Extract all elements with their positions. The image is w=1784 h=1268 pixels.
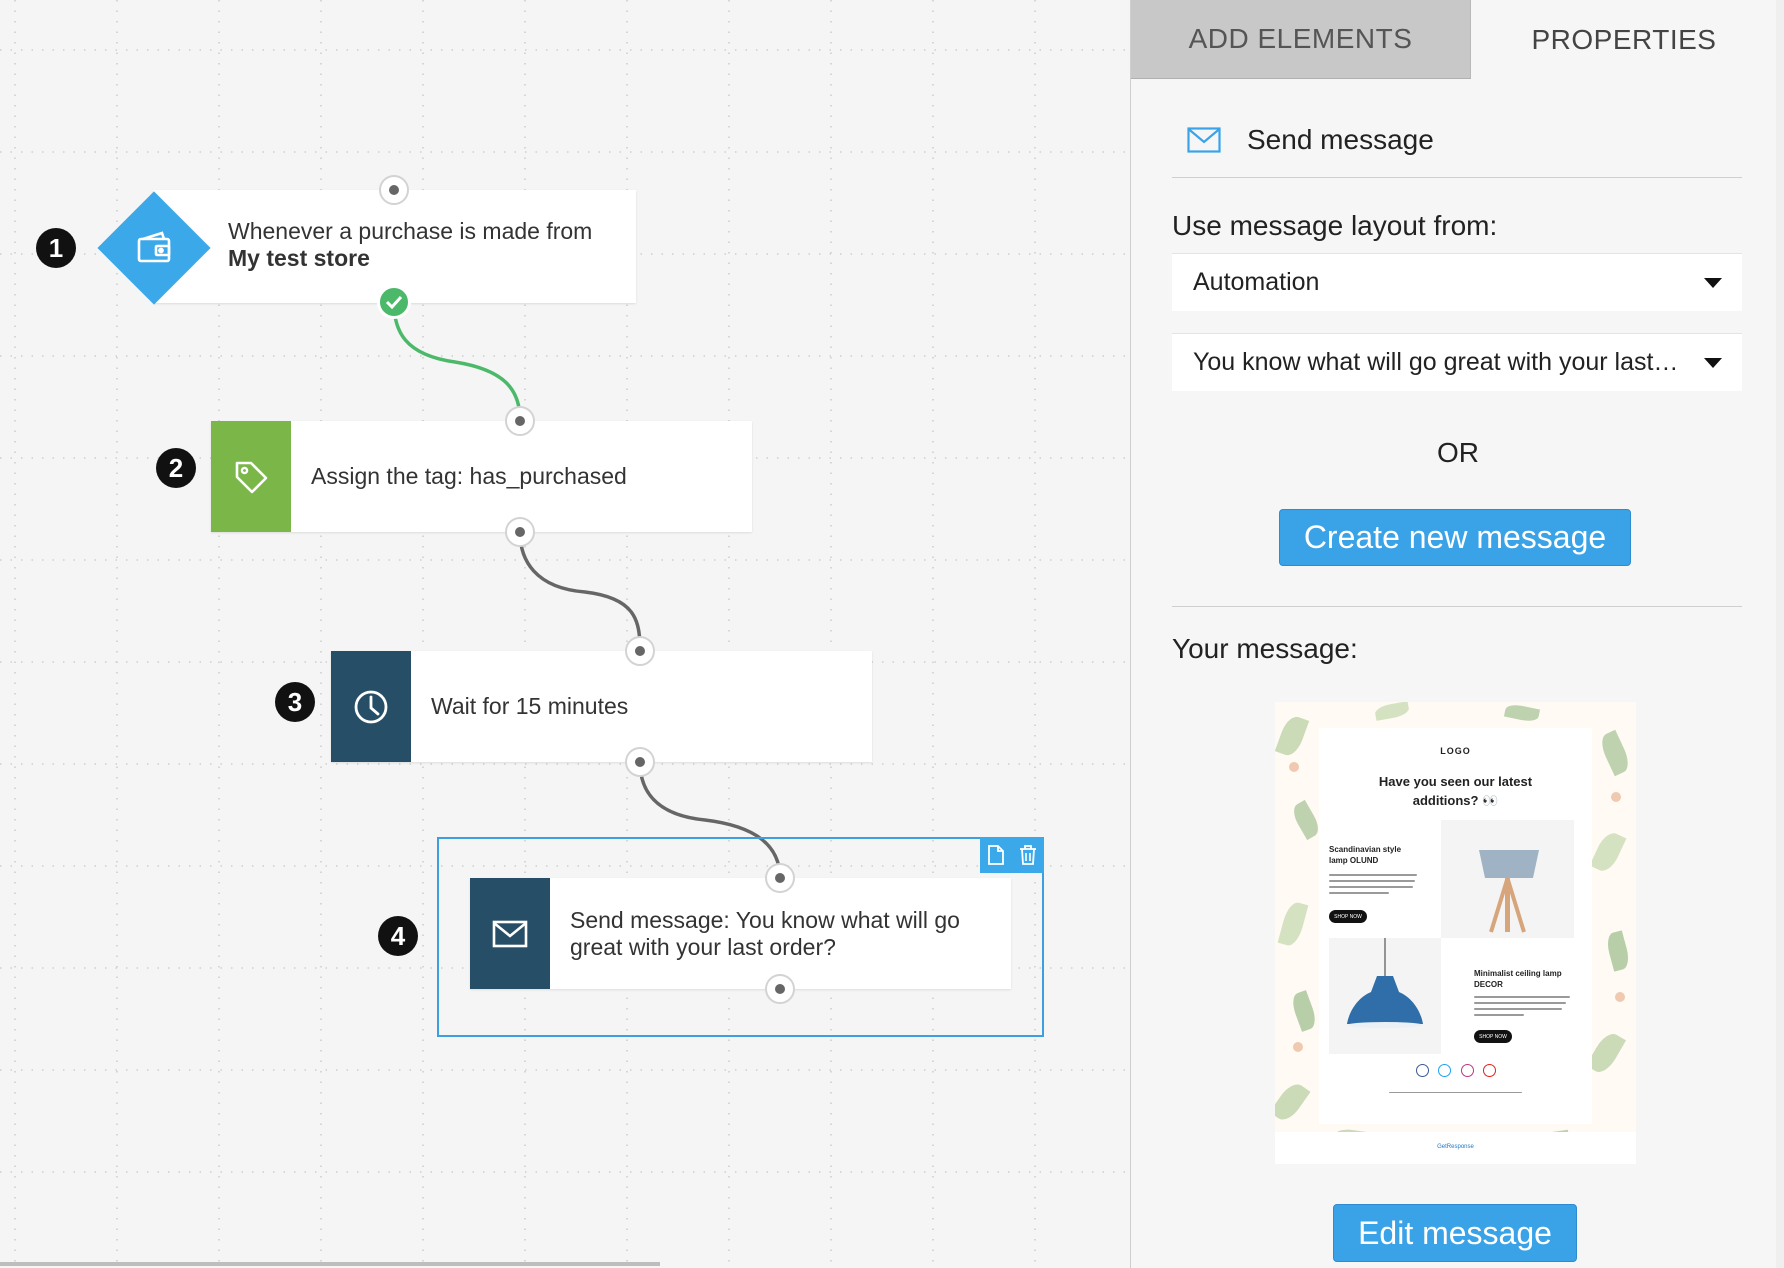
- product-2-image: [1329, 938, 1441, 1054]
- step-number-badge: 4: [378, 916, 418, 956]
- canvas-bottom-scrollbar[interactable]: [0, 1262, 660, 1266]
- product-1-shop-button: SHOP NOW: [1329, 910, 1367, 923]
- step-1-input-port[interactable]: [379, 175, 409, 205]
- step-4-input-port[interactable]: [765, 863, 795, 893]
- tab-properties[interactable]: PROPERTIES: [1531, 23, 1717, 55]
- instagram-icon: [1460, 1064, 1474, 1077]
- selected-step-outline: [437, 837, 1044, 1037]
- footer-text: [1389, 1092, 1522, 1097]
- social-icons: [1416, 1064, 1496, 1077]
- wait-step[interactable]: Wait for 15 minutes: [331, 651, 872, 762]
- layout-source-value: Automation: [1193, 268, 1320, 296]
- panel-header-title: Send message: [1247, 124, 1434, 155]
- step-2-input-port[interactable]: [505, 406, 535, 436]
- step-label: Assign the tag: has_purchased: [311, 463, 627, 489]
- connector-layer: [392, 302, 782, 879]
- connector-3-4: [638, 761, 782, 879]
- floral-decoration: [1589, 829, 1627, 875]
- powered-by-footer: GetResponse: [1275, 1132, 1636, 1164]
- your-message-label: Your message:: [1172, 633, 1358, 664]
- step-number-badge: 2: [156, 448, 196, 488]
- twitter-icon: [1438, 1064, 1452, 1077]
- step-label: Send message: You know what will go grea…: [570, 907, 960, 960]
- header-divider: [1172, 177, 1742, 178]
- selection-toolbar: [980, 837, 1044, 873]
- wallet-icon: [137, 231, 171, 263]
- step-4-output-port[interactable]: [765, 974, 795, 1004]
- floral-decoration: [1503, 702, 1541, 724]
- email-logo: LOGO: [1440, 746, 1471, 756]
- product-2-title: Minimalist ceiling lamp DECOR: [1474, 969, 1562, 989]
- step-number-badge: 3: [275, 682, 315, 722]
- step-icon-box: [470, 878, 550, 989]
- envelope-icon: [1187, 127, 1221, 153]
- layout-source-label: Use message layout from:: [1172, 210, 1498, 241]
- layout-source-select[interactable]: Automation: [1172, 253, 1742, 311]
- trigger-diamond: [97, 191, 211, 305]
- message-select[interactable]: You know what will go great with your la…: [1172, 333, 1742, 391]
- section-divider: [1172, 606, 1742, 607]
- floor-lamp-image: [1479, 850, 1539, 933]
- step-icon-box: [331, 651, 411, 762]
- floral-decoration: [1289, 799, 1323, 841]
- step-2-output-port[interactable]: [505, 517, 535, 547]
- action-step-assign-tag[interactable]: Assign the tag: has_purchased: [211, 421, 752, 532]
- or-label: OR: [1437, 437, 1479, 468]
- connector-2-3: [518, 531, 642, 651]
- connector-1-2: [392, 302, 522, 421]
- workflow-canvas[interactable]: 1 Whenever a purchase is made from My te…: [0, 0, 1130, 1268]
- step-icon-box: [211, 421, 291, 532]
- floral-decoration: [1611, 792, 1621, 802]
- product-2-description: [1474, 996, 1574, 1020]
- floral-decoration: [1289, 990, 1319, 1032]
- tab-add-elements[interactable]: ADD ELEMENTS: [1131, 0, 1471, 79]
- email-headline: Have you seen our latest additions? 👀: [1378, 774, 1533, 808]
- email-body: LOGO Have you seen our latest additions?…: [1319, 728, 1592, 1124]
- panel-scrollbar[interactable]: [1776, 0, 1784, 1268]
- youtube-icon: [1482, 1064, 1496, 1077]
- chevron-down-icon: [1704, 278, 1722, 288]
- message-select-value: You know what will go great with your la…: [1193, 348, 1679, 376]
- trash-icon[interactable]: [1019, 844, 1037, 866]
- floral-decoration: [1597, 729, 1633, 777]
- copy-icon[interactable]: [987, 844, 1005, 866]
- floral-decoration: [1615, 992, 1625, 1002]
- facebook-icon: [1416, 1064, 1429, 1077]
- product-1-image: [1441, 820, 1574, 938]
- footer-brand: GetResponse: [1437, 1144, 1474, 1150]
- product-1-title: Scandinavian style lamp OLUND: [1329, 845, 1402, 865]
- trigger-step-purchase[interactable]: Whenever a purchase is made from My test…: [153, 190, 636, 303]
- step-label: Wait for 15 minutes: [431, 693, 629, 719]
- envelope-icon: [492, 920, 528, 947]
- check-icon: [385, 295, 403, 309]
- floral-decoration: [1277, 900, 1309, 948]
- floral-decoration: [1289, 762, 1299, 772]
- floral-decoration: [1374, 702, 1410, 721]
- panel-tabs: ADD ELEMENTS PROPERTIES: [1131, 0, 1784, 79]
- trigger-step-label: Whenever a purchase is made from My test…: [228, 218, 593, 271]
- step-3-input-port[interactable]: [625, 636, 655, 666]
- chevron-down-icon: [1704, 358, 1722, 368]
- step-1-success-port[interactable]: [377, 285, 411, 319]
- clock-icon: [354, 690, 388, 723]
- create-new-message-button[interactable]: Create new message: [1279, 509, 1631, 566]
- floral-decoration: [1604, 930, 1632, 972]
- floral-decoration: [1293, 1042, 1303, 1052]
- step-3-output-port[interactable]: [625, 747, 655, 777]
- pendant-lamp-image: [1347, 938, 1423, 1028]
- edit-message-button[interactable]: Edit message: [1333, 1204, 1577, 1262]
- product-2-shop-button: SHOP NOW: [1474, 1030, 1512, 1043]
- product-1-description: [1329, 874, 1419, 898]
- floral-decoration: [1275, 1079, 1311, 1125]
- step-number-badge: 1: [36, 228, 76, 268]
- floral-decoration: [1275, 713, 1310, 759]
- message-preview-thumbnail[interactable]: LOGO Have you seen our latest additions?…: [1275, 702, 1636, 1164]
- send-message-step[interactable]: Send message: You know what will go grea…: [470, 878, 1011, 989]
- tag-icon: [235, 461, 268, 493]
